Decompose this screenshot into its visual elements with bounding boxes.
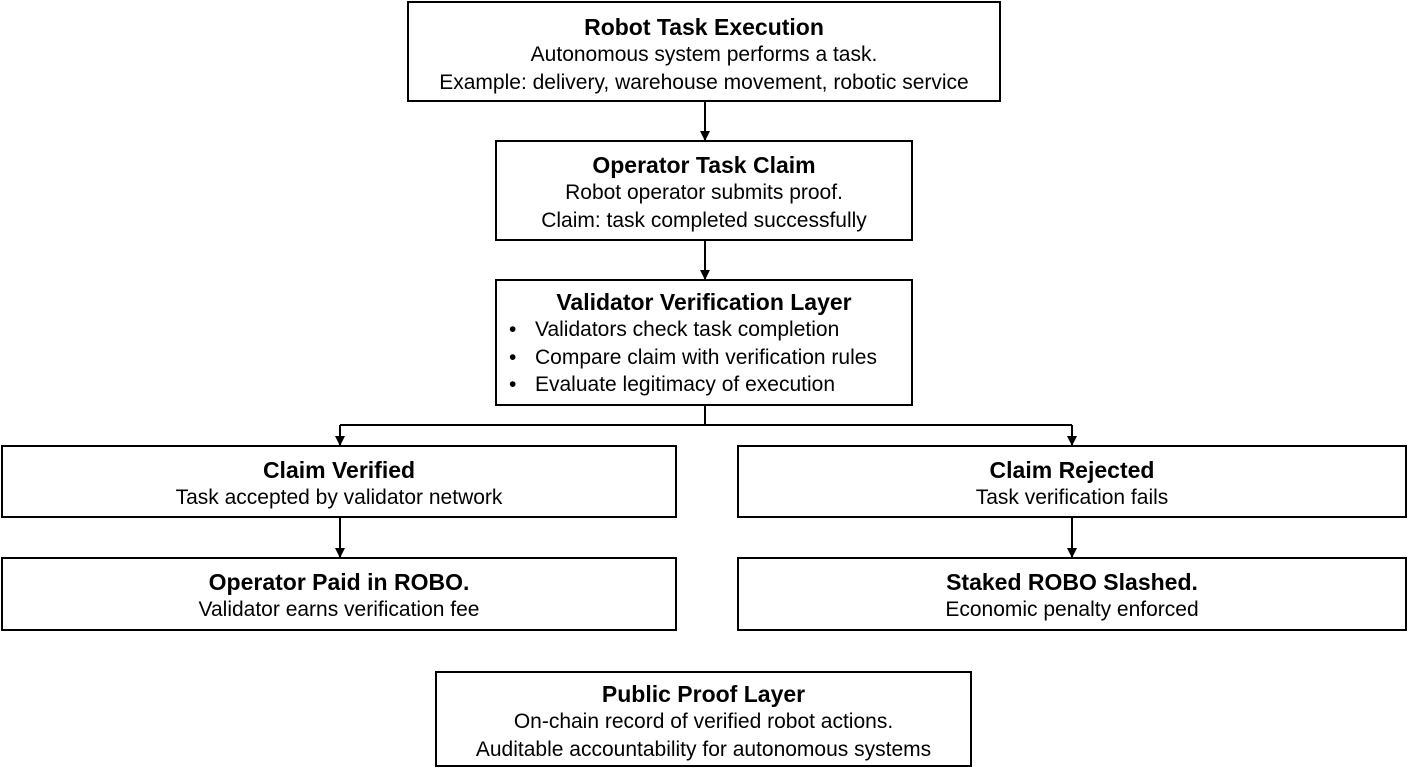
validator-verification-layer-box: Validator Verification Layer • Validators…	[495, 279, 913, 406]
operator-task-claim-line-1: Robot operator submits proof.	[565, 181, 843, 204]
robot-task-execution-title: Robot Task Execution	[584, 14, 824, 40]
robot-task-execution-line-2: Example: delivery, warehouse movement, r…	[439, 70, 969, 94]
public-proof-layer-title: Public Proof Layer	[601, 681, 806, 707]
verification-bullet-text: Compare claim with verification rules	[535, 345, 877, 369]
operator-paid-box: Operator Paid in ROBO. Validator earns v…	[1, 557, 677, 631]
verification-bullet-item: • Validators check task completion	[509, 316, 911, 344]
verification-bullet-text: Evaluate legitimacy of execution	[535, 373, 835, 396]
claim-rejected-box: Claim Rejected Task verification fails	[737, 445, 1407, 518]
verification-bullet-item: • Compare claim with verification rules	[509, 344, 911, 372]
operator-paid-line-1: Validator earns verification fee	[198, 598, 480, 621]
staked-robo-slashed-line-1: Economic penalty enforced	[945, 598, 1199, 621]
verification-bullet-item: • Evaluate legitimacy of execution	[509, 371, 911, 399]
claim-verified-title: Claim Verified	[262, 457, 416, 483]
operator-task-claim-box: Operator Task Claim Robot operator submi…	[495, 140, 913, 241]
claim-verified-line-1: Task accepted by validator network	[175, 486, 503, 509]
public-proof-layer-line-1: On-chain record of verified robot action…	[513, 710, 894, 733]
operator-paid-title: Operator Paid in ROBO.	[208, 569, 470, 595]
verification-bullet-text: Validators check task completion	[535, 318, 840, 341]
claim-rejected-line-1: Task verification fails	[975, 486, 1169, 509]
operator-task-claim-line-2: Claim: task completed successfully	[541, 208, 867, 232]
bullet-dot: •	[509, 345, 517, 369]
staked-robo-slashed-title: Staked ROBO Slashed.	[946, 569, 1198, 595]
claim-verified-box: Claim Verified Task accepted by validato…	[1, 445, 677, 518]
staked-robo-slashed-box: Staked ROBO Slashed. Economic penalty en…	[737, 557, 1407, 631]
validator-verification-layer-title: Validator Verification Layer	[556, 289, 852, 315]
operator-task-claim-title: Operator Task Claim	[592, 152, 816, 178]
robot-task-execution-box: Robot Task Execution Autonomous system p…	[407, 1, 1001, 102]
validator-verification-bullets: • Validators check task completion • Compa…	[497, 316, 911, 399]
robot-task-execution-line-1: Autonomous system performs a task.	[530, 43, 878, 66]
public-proof-layer-line-2: Auditable accountability for autonomous …	[475, 737, 932, 761]
bullet-dot: •	[509, 318, 517, 341]
claim-rejected-title: Claim Rejected	[989, 457, 1155, 483]
public-proof-layer-box: Public Proof Layer On-chain record of ve…	[435, 671, 972, 767]
bullet-dot: •	[509, 373, 517, 396]
